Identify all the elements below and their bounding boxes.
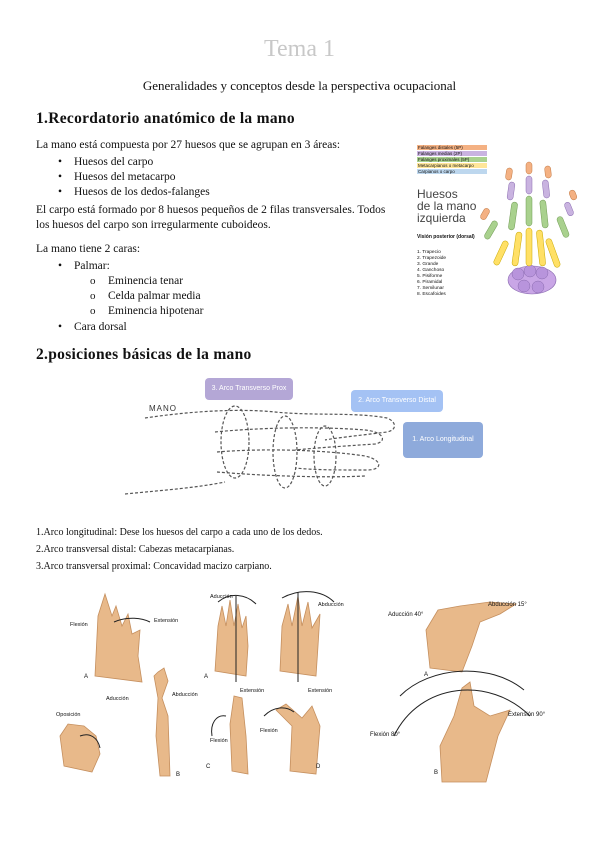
legend-item: Carpianos o carpo [417,169,487,174]
section1-intro: La mano está compuesta por 27 huesos que… [36,139,341,151]
label-d: D [316,764,321,770]
hand-arcs-diagram: MANO 3. Arco Transverso Prox 2. Arco Tra… [125,372,495,508]
bones-caption-sub: Visión posterior (dorsal) [417,234,475,240]
list-item: 5. Pisiforme [417,274,443,279]
list-item: 4. Ganchoso [417,268,445,273]
label-flexion-80: Flexión 80° [370,732,401,738]
arcs-list: 1.Arco longitudinal: Dese los huesos del… [36,524,576,575]
list-item: 3. Grande [417,262,439,267]
carpo-line-1: El carpo está formado por 8 huesos peque… [36,204,386,216]
label-extension: Extensión [154,618,179,624]
metacarpal-bones [493,227,561,268]
list-item: 2. Trapezoide [417,256,447,261]
bones-list: 1. Trapecio 2. Trapezoide 3. Grande 4. G… [417,250,446,298]
list-item: Huesos de los dedos-falanges [36,185,396,200]
hand-movements-illustration [59,591,531,783]
list-item: 1.Arco longitudinal: Dese los huesos del… [36,527,323,538]
list-item: Palmar: [36,259,396,274]
label-aduccion-1: Aducción [106,696,129,702]
hand-movements-figure: Flexión Extensión A Aducción Abducción O… [50,586,560,786]
hand-sketch [125,405,396,495]
carpal-bones [507,264,557,295]
section1-heading: 1.Recordatorio anatómico de la mano [36,110,295,127]
proximal-phalanges [484,195,570,240]
bones-legend: Falanges distales (5P) Falanges medias (… [417,145,487,174]
palmar-sublist: Eminencia tenar Celda palmar media Emine… [0,274,400,319]
list-item: 8. Escafoides [417,292,446,297]
middle-phalanges [506,175,574,216]
list-item: Huesos del metacarpo [36,170,396,185]
arc-long-box: 1. Arco Longitudinal [403,422,483,458]
list-item: 1. Trapecio [417,250,441,255]
list-item: 7. Semilunar [417,286,444,291]
label-b-1: B [176,772,181,778]
hand-bones-illustration [480,161,577,295]
label-flexion: Flexión [70,622,88,628]
caras-list-dorsal: Cara dorsal [36,320,396,335]
caras-list: Palmar: [36,259,396,274]
label-abduccion-1: Abducción [172,692,198,698]
areas-list: Huesos del carpo Huesos del metacarpo Hu… [36,155,396,200]
legend-item: Metacarpianos o metacarpo [417,163,487,168]
page-subtitle: Generalidades y conceptos desde la persp… [142,78,457,93]
page-title: Tema 1 [264,36,335,62]
arc-prox-box: 3. Arco Transverso Prox [205,378,293,400]
list-item: Eminencia hipotenar [0,304,400,319]
list-item: 3.Arco transversal proximal: Concavidad … [36,561,272,572]
arc-distal-box: 2. Arco Transverso Distal [351,390,443,412]
label-a-2: A [204,674,209,680]
label-aduccion-40: Aducción 40° [388,612,424,618]
legend-item: Falanges distales (5P) [417,145,487,150]
legend-item: Falanges proximales (5P) [417,157,487,162]
legend-item: Falanges medias (2P) [417,151,487,156]
list-item: Eminencia tenar [0,274,400,289]
hand-label: MANO [149,404,177,413]
distal-phalanges [480,161,577,220]
hand-bones-figure: Falanges distales (5P) Falanges medias (… [412,140,584,300]
list-item: Celda palmar media [0,289,400,304]
label-abduccion-15: Abducción 15° [488,602,527,608]
list-item: 2.Arco transversal distal: Cabezas metac… [36,544,235,555]
label-extension-3: Extensión [308,688,333,694]
label-flexion-2: Flexión [210,738,228,744]
section2-heading: 2.posiciones básicas de la mano [36,346,252,363]
list-item: 6. Piramidal [417,280,443,285]
caras-intro: La mano tiene 2 caras: [36,243,141,255]
label-oposicion: Oposición [56,712,81,718]
label-flexion-3: Flexión [260,728,278,734]
label-a-1: A [84,674,89,680]
list-item: Huesos del carpo [36,155,396,170]
bones-caption-title: Huesos de la mano izquierda [417,187,477,225]
label-a-3: A [424,672,429,678]
label-c: C [206,764,211,770]
label-abduccion-2: Abducción [318,602,344,608]
label-aduccion-2: Aducción [210,594,233,600]
label-b-3: B [434,770,439,776]
list-item: Cara dorsal [36,320,396,335]
label-extension-2: Extensión [240,688,265,694]
label-extension-90: Extensión 90° [508,712,546,718]
carpo-line-2: los huesos del carpo son irregularmente … [36,219,271,231]
